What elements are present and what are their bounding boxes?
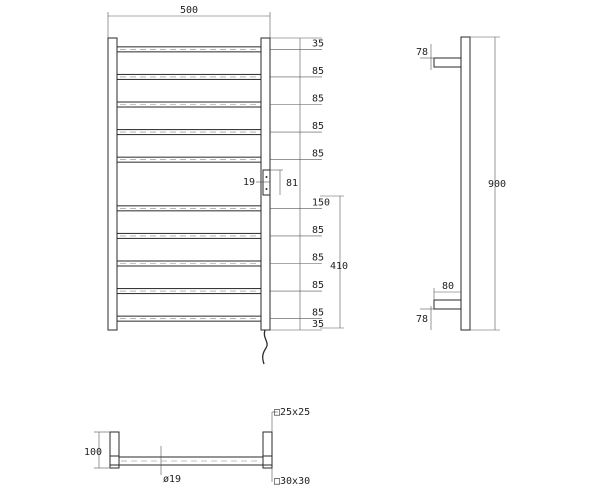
lower-span-label: 410: [330, 261, 348, 272]
top-right-post: [262, 431, 273, 469]
rung-gap-label: 85: [312, 94, 324, 105]
rung: [116, 232, 262, 239]
side-post: [460, 36, 471, 331]
rung-gap-label: 150: [312, 197, 330, 208]
rung: [116, 288, 262, 295]
side-view: 78 80 78 900: [416, 36, 506, 331]
rung-gap-label: 85: [312, 66, 324, 77]
box-width-label: 19: [243, 177, 255, 188]
rung-gap-label: 85: [312, 225, 324, 236]
box-screw-top: [265, 176, 268, 178]
rung-gap-label: 85: [312, 121, 324, 132]
rung-gap-label: 85: [312, 149, 324, 160]
rung: [116, 129, 262, 136]
rung: [116, 156, 262, 163]
height-label: 900: [488, 179, 506, 190]
connection-box: [262, 169, 271, 196]
width-label: 500: [180, 5, 198, 16]
rung: [116, 315, 262, 322]
box-screw-bottom: [265, 188, 268, 190]
left-post: [107, 37, 118, 331]
rung: [116, 101, 262, 108]
rungs: [116, 46, 262, 322]
tube-diameter-label: ø19: [163, 474, 181, 485]
rung-gap-label: 35: [312, 38, 324, 49]
top-view: 100 ø19 □25x25 □30x30: [84, 407, 310, 487]
rung-gap-label: 85: [312, 252, 324, 263]
top-left-post-base: [109, 455, 120, 466]
power-cable: [262, 329, 268, 365]
box-offset-label: 81: [286, 178, 298, 189]
rung-gap-label: 85: [312, 280, 324, 291]
rung: [116, 73, 262, 80]
post-bottom-label: □30x30: [274, 476, 310, 487]
top-left-post: [109, 431, 120, 469]
rung-gap-label: 35: [312, 319, 324, 330]
top-bracket: [433, 57, 462, 68]
bottom-bracket-label: 78: [416, 314, 428, 325]
top-right-post-base: [262, 455, 273, 466]
rung-gap-label: 85: [312, 308, 324, 319]
rung: [116, 46, 262, 53]
rung: [116, 205, 262, 212]
front-view: 500 19 81 410: [107, 5, 348, 365]
post-top-label: □25x25: [274, 407, 310, 418]
bottom-depth-label: 80: [442, 281, 454, 292]
bottom-bracket: [433, 299, 462, 310]
depth-label: 100: [84, 447, 102, 458]
top-bracket-label: 78: [416, 47, 428, 58]
rung: [116, 260, 262, 267]
